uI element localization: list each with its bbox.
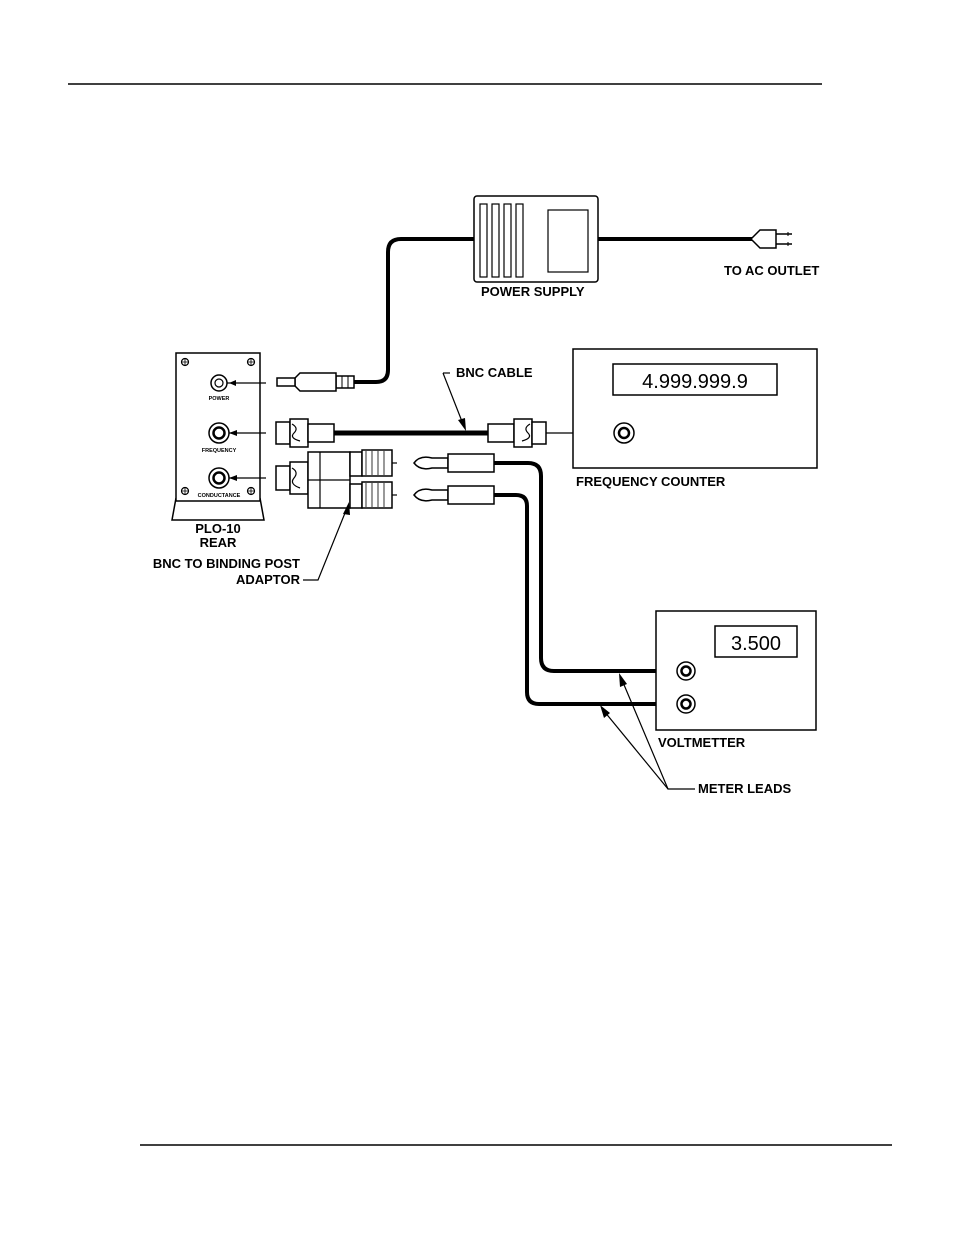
panel-sub-label: REAR xyxy=(200,535,237,550)
meter-leads-label: METER LEADS xyxy=(698,781,792,796)
power-supply-label: POWER SUPPLY xyxy=(481,284,585,299)
bnc-connector-right xyxy=(488,419,546,447)
voltmeter-reading: 3.500 xyxy=(731,633,781,655)
banana-plug-top xyxy=(414,454,494,472)
frequency-counter-reading: 4.999.999.9 xyxy=(642,371,748,393)
dc-barrel-plug xyxy=(277,373,354,391)
bnc-connector-left xyxy=(276,419,334,447)
frequency-counter-label: FREQUENCY COUNTER xyxy=(576,474,726,489)
panel-name-label: PLO-10 xyxy=(195,521,241,536)
ac-outlet-label: TO AC OUTLET xyxy=(724,263,819,278)
voltmeter-label: VOLTMETTER xyxy=(658,735,746,750)
adaptor-label-line1: BNC TO BINDING POST xyxy=(153,556,300,571)
banana-plug-bottom xyxy=(414,486,494,504)
adaptor-label-line2: ADAPTOR xyxy=(236,572,301,587)
port-conductance-label: CONDUCTANCE xyxy=(198,493,241,499)
bnc-binding-post-adaptor xyxy=(276,450,397,508)
ac-plug xyxy=(751,230,792,248)
power-supply xyxy=(474,196,598,282)
port-frequency-label: FREQUENCY xyxy=(202,448,237,454)
port-power-label: POWER xyxy=(209,396,230,402)
bnc-cable-label: BNC CABLE xyxy=(456,365,533,380)
